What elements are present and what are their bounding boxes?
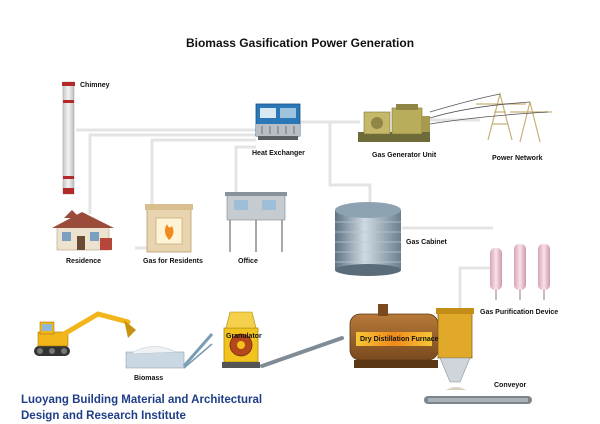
label-residence: Residence bbox=[66, 258, 102, 265]
diagram-title: Biomass Gasification Power Generation bbox=[185, 36, 415, 50]
excavator bbox=[34, 311, 136, 356]
residence bbox=[52, 210, 114, 251]
label-chimney: Chimney bbox=[80, 82, 110, 89]
label-gas-generator-unit: Gas Generator Unit bbox=[372, 152, 437, 159]
heat-exchanger bbox=[255, 103, 301, 140]
pipe-residents-line bbox=[135, 138, 256, 250]
granulator bbox=[222, 311, 260, 368]
feed-conveyor bbox=[260, 336, 344, 368]
label-granulator: Granulator bbox=[226, 333, 262, 340]
gas-cabinet bbox=[335, 202, 401, 276]
label-dry-distillation-furnace: Dry Distillation Furnace bbox=[360, 336, 439, 343]
pipe-generator-down bbox=[328, 122, 372, 205]
gas-for-residents-stove bbox=[145, 204, 193, 253]
label-office: Office bbox=[238, 258, 258, 265]
label-gas-cabinet: Gas Cabinet bbox=[406, 239, 447, 246]
gas-generator-unit bbox=[358, 104, 430, 142]
gas-purification-device bbox=[490, 244, 550, 300]
pipe-residence-line bbox=[88, 133, 256, 214]
pipe-office-line bbox=[234, 145, 256, 196]
institute-name-line-2: Design and Research Institute bbox=[21, 410, 186, 422]
chimney bbox=[62, 81, 75, 195]
label-gas-for-residents: Gas for Residents bbox=[143, 258, 203, 265]
label-power-network: Power Network bbox=[492, 155, 543, 162]
label-biomass: Biomass bbox=[134, 375, 164, 382]
institute-name-line-1: Luoyang Building Material and Architectu… bbox=[21, 394, 263, 406]
feed-hopper bbox=[436, 308, 474, 383]
power-network bbox=[429, 91, 552, 143]
conveyor-belt bbox=[424, 387, 532, 404]
label-conveyor: Conveyor bbox=[494, 382, 527, 389]
office bbox=[225, 192, 287, 252]
pipe-purifier-furnace bbox=[458, 266, 493, 312]
dry-distillation-furnace bbox=[349, 304, 439, 368]
biomass-pile bbox=[125, 333, 214, 369]
pipe-network bbox=[76, 118, 493, 312]
label-heat-exchanger: Heat Exchanger bbox=[252, 150, 305, 157]
label-gas-purification-device: Gas Purification Device bbox=[480, 309, 559, 316]
